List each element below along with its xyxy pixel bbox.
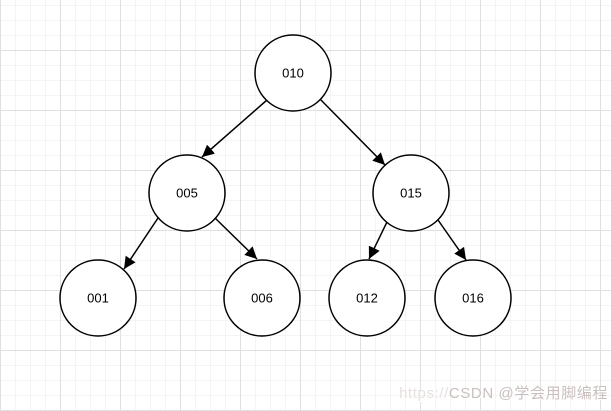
tree-node-016: 016 [434, 259, 512, 337]
edge-005-001 [123, 217, 159, 270]
node-label-015: 015 [400, 186, 422, 201]
node-circle-016 [434, 259, 512, 337]
edge-005-006 [214, 217, 258, 260]
tree-node-015: 015 [372, 154, 450, 232]
node-circle-012 [328, 259, 406, 337]
tree-node-010: 010 [254, 34, 332, 112]
tree-node-006: 006 [223, 259, 301, 337]
node-circle-005 [148, 154, 226, 232]
node-circle-006 [223, 259, 301, 337]
tree-node-005: 005 [148, 154, 226, 232]
tree-nodes: 010 005 015 001 006 012 [59, 34, 512, 337]
node-label-001: 001 [87, 291, 109, 306]
node-label-012: 012 [356, 291, 378, 306]
tree-node-001: 001 [59, 259, 137, 337]
node-circle-001 [59, 259, 137, 337]
edge-015-012 [368, 221, 388, 260]
node-label-016: 016 [462, 291, 484, 306]
node-circle-010 [254, 34, 332, 112]
edge-015-016 [437, 219, 467, 261]
tree-node-012: 012 [328, 259, 406, 337]
edge-010-005 [201, 99, 268, 158]
edge-010-015 [318, 97, 386, 166]
watermark-text: CSDN @学会用脚编程 [448, 385, 608, 402]
csdn-watermark: https://CSDN @学会用脚编程 [399, 382, 608, 403]
node-circle-015 [372, 154, 450, 232]
node-label-005: 005 [176, 186, 198, 201]
node-label-010: 010 [282, 66, 304, 81]
tree-edges [123, 97, 467, 270]
watermark-url-prefix: https:// [399, 385, 449, 402]
node-label-006: 006 [251, 291, 273, 306]
